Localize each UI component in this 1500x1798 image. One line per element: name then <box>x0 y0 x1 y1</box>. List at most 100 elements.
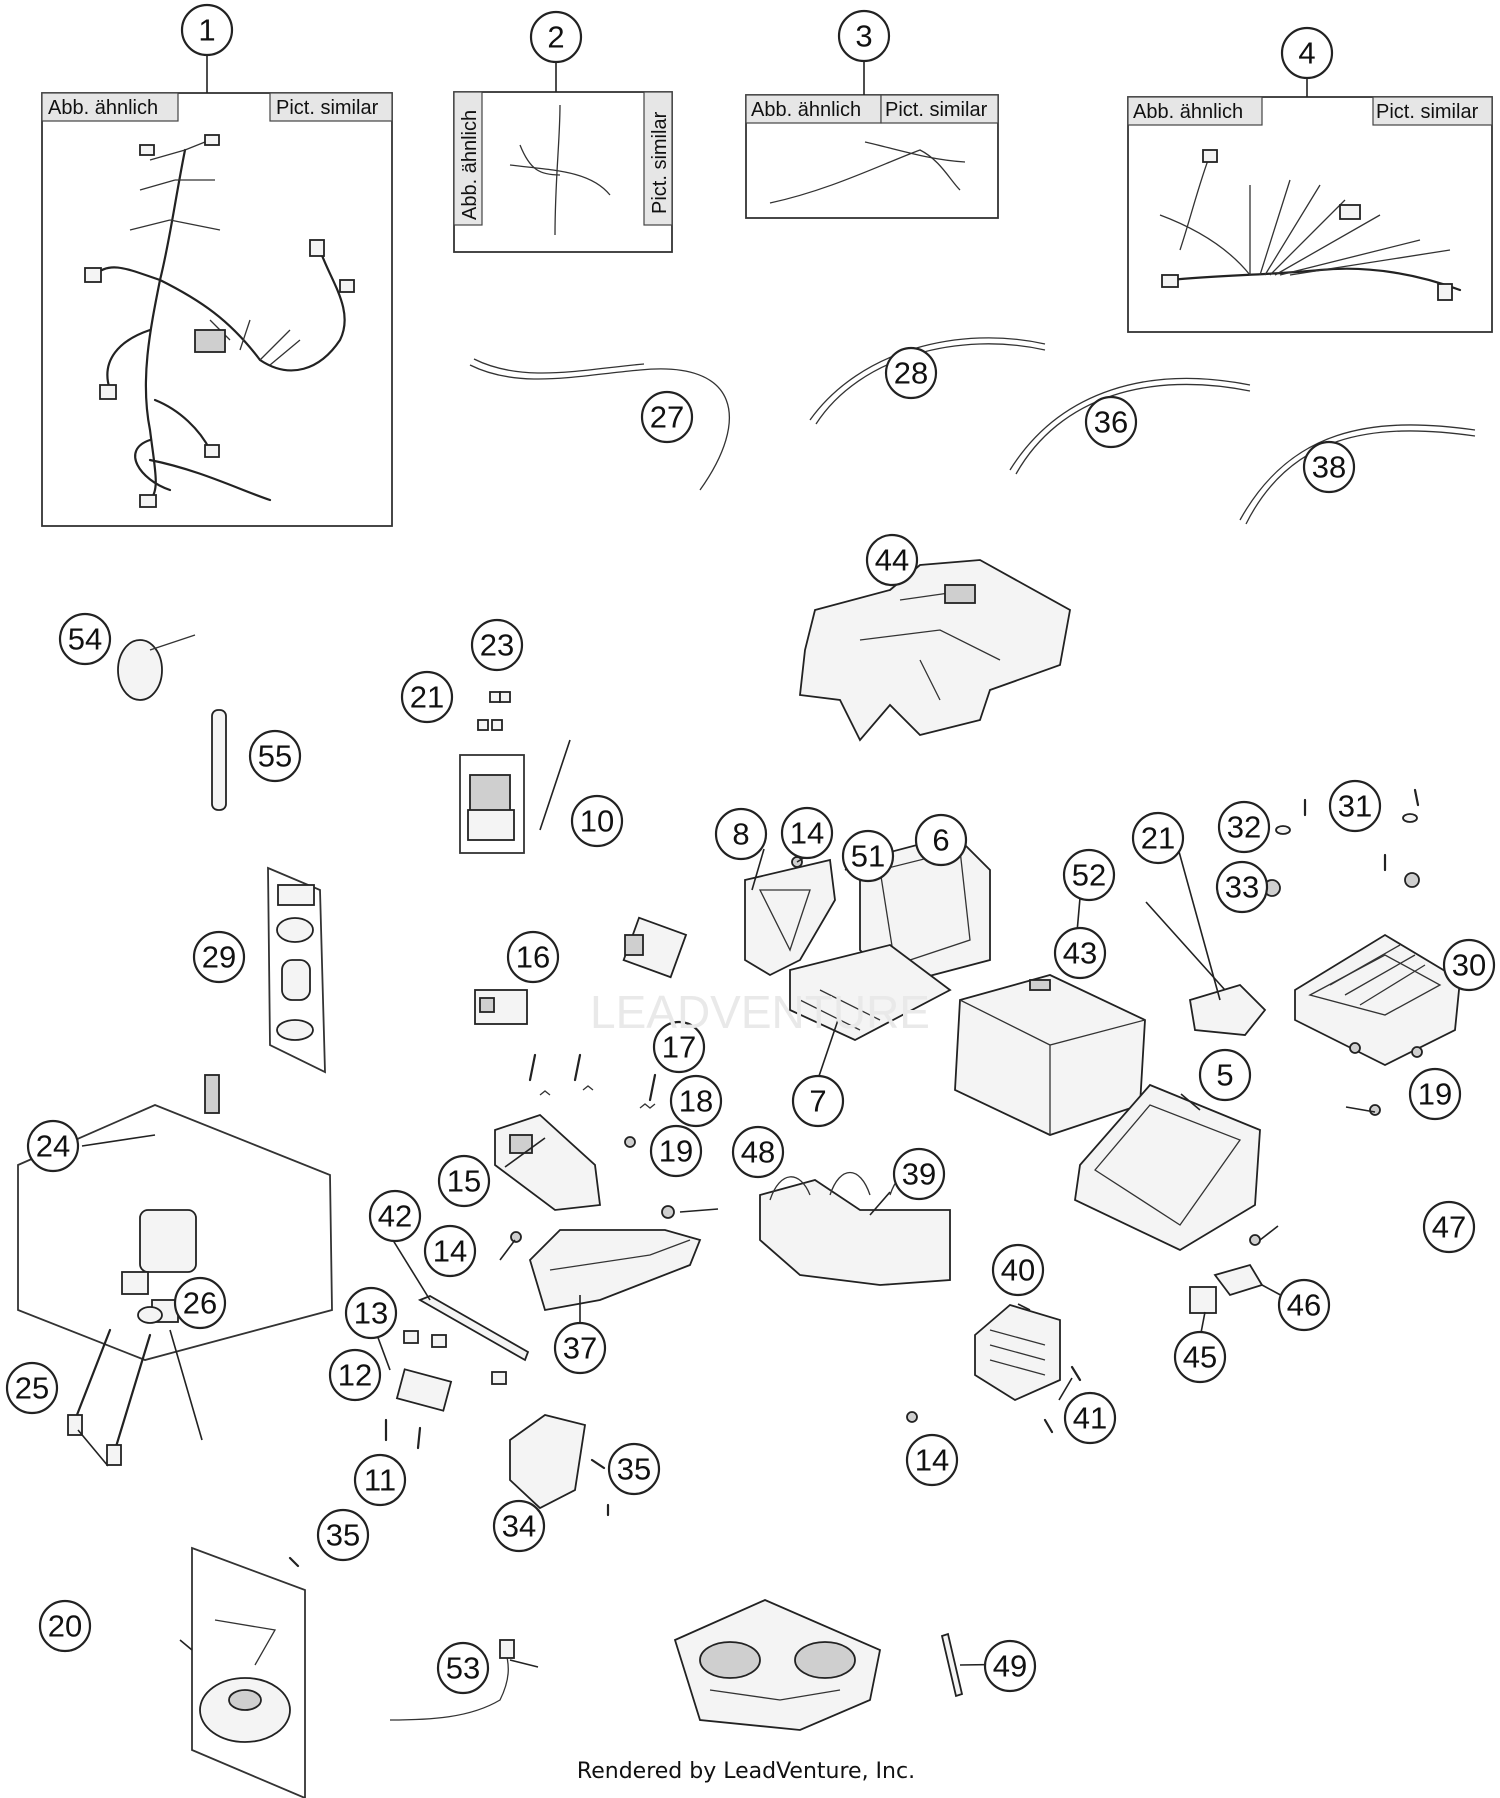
callout-35[interactable]: 35 <box>607 1442 661 1496</box>
callout-8[interactable]: 8 <box>714 807 768 861</box>
switch-12[interactable] <box>395 1368 453 1412</box>
callout-51[interactable]: 51 <box>841 829 895 883</box>
callout-25[interactable]: 25 <box>5 1361 59 1415</box>
callout-21[interactable]: 21 <box>1131 811 1185 865</box>
callout-44[interactable]: 44 <box>865 533 919 587</box>
sensor-cable-53[interactable] <box>389 1639 515 1721</box>
callout-5[interactable]: 5 <box>1198 1048 1252 1102</box>
wiring-harness-1-box[interactable]: Abb. ähnlich Pict. similar <box>41 92 393 527</box>
callout-53[interactable]: 53 <box>436 1641 490 1695</box>
callout-55[interactable]: 55 <box>248 729 302 783</box>
callout-26[interactable]: 26 <box>173 1276 227 1330</box>
starter-relay[interactable] <box>622 916 688 979</box>
fuse-21[interactable] <box>477 719 503 731</box>
cover-37[interactable] <box>528 1229 702 1312</box>
callout-21[interactable]: 21 <box>400 670 454 724</box>
callout-11[interactable]: 11 <box>353 1453 407 1507</box>
bolt-25[interactable] <box>67 1328 152 1466</box>
tray-44[interactable] <box>799 559 1072 742</box>
cable-36[interactable] <box>1009 377 1251 475</box>
ball-19[interactable] <box>624 1042 1423 1148</box>
control-unit-7[interactable] <box>789 944 952 1042</box>
clip-55[interactable] <box>211 709 227 811</box>
wiring-harness-3-box[interactable]: Abb. ähnlich Pict. similar <box>745 94 999 219</box>
callout-17[interactable]: 17 <box>652 1020 706 1074</box>
callout-40[interactable]: 40 <box>991 1243 1045 1297</box>
screw-41[interactable] <box>1043 1365 1082 1434</box>
callout-33[interactable]: 33 <box>1215 860 1269 914</box>
callout-47[interactable]: 47 <box>1422 1200 1476 1254</box>
callout-49[interactable]: 49 <box>983 1639 1037 1693</box>
bushing-26[interactable] <box>137 1306 163 1324</box>
callout-20[interactable]: 20 <box>38 1599 92 1653</box>
relay-45[interactable] <box>1189 1286 1217 1314</box>
callout-42[interactable]: 42 <box>368 1189 422 1243</box>
fuse-23[interactable] <box>489 691 511 703</box>
battery-pad-5[interactable] <box>1074 1083 1261 1252</box>
callout-27[interactable]: 27 <box>640 390 694 444</box>
callout-43[interactable]: 43 <box>1053 926 1107 980</box>
callout-48[interactable]: 48 <box>731 1125 785 1179</box>
cable-holder-39[interactable] <box>759 1171 951 1286</box>
cable-38[interactable] <box>1239 424 1476 525</box>
screw-11[interactable] <box>384 1418 422 1450</box>
throttle-body[interactable] <box>673 1599 882 1731</box>
ignition-lock-29[interactable] <box>267 866 326 1074</box>
nut-33[interactable] <box>1263 872 1420 897</box>
callout-2[interactable]: 2 <box>529 10 583 64</box>
callout-14[interactable]: 14 <box>780 806 834 860</box>
screw-17[interactable] <box>528 1053 657 1102</box>
callout-28[interactable]: 28 <box>884 346 938 400</box>
callout-1[interactable]: 1 <box>180 3 234 57</box>
screw-14[interactable] <box>510 856 918 1423</box>
callout-24[interactable]: 24 <box>26 1119 80 1173</box>
callout-23[interactable]: 23 <box>470 618 524 672</box>
callout-6[interactable]: 6 <box>914 813 968 867</box>
callout-36[interactable]: 36 <box>1084 395 1138 449</box>
battery-43[interactable] <box>954 974 1146 1136</box>
callout-13[interactable]: 13 <box>344 1286 398 1340</box>
bracket-8[interactable] <box>744 858 836 977</box>
regulator-40[interactable] <box>974 1303 1061 1402</box>
callout-37[interactable]: 37 <box>553 1321 607 1375</box>
sensor-34[interactable] <box>509 1414 587 1510</box>
callout-3[interactable]: 3 <box>837 9 891 63</box>
callout-41[interactable]: 41 <box>1063 1391 1117 1445</box>
callout-35[interactable]: 35 <box>316 1508 370 1562</box>
callout-31[interactable]: 31 <box>1328 779 1382 833</box>
callout-19[interactable]: 19 <box>649 1124 703 1178</box>
cable-tie-54[interactable] <box>117 634 196 701</box>
screw-48[interactable] <box>661 1205 675 1219</box>
relay-52[interactable] <box>1188 983 1267 1036</box>
ignition-switch-24[interactable] <box>17 1074 333 1361</box>
callout-10[interactable]: 10 <box>570 794 624 848</box>
callout-7[interactable]: 7 <box>791 1074 845 1128</box>
callout-29[interactable]: 29 <box>192 930 246 984</box>
rod-42[interactable] <box>417 1295 530 1362</box>
screw-31[interactable] <box>1303 788 1420 872</box>
callout-39[interactable]: 39 <box>892 1147 946 1201</box>
screw-35[interactable] <box>288 1458 610 1568</box>
bracket-46[interactable] <box>1213 1263 1264 1297</box>
callout-14[interactable]: 14 <box>905 1433 959 1487</box>
callout-19[interactable]: 19 <box>1408 1067 1462 1121</box>
callout-54[interactable]: 54 <box>58 612 112 666</box>
callout-12[interactable]: 12 <box>328 1348 382 1402</box>
washer-32[interactable] <box>1275 813 1418 835</box>
pin-49[interactable] <box>940 1632 964 1698</box>
callout-30[interactable]: 30 <box>1442 938 1496 992</box>
callout-4[interactable]: 4 <box>1280 26 1334 80</box>
callout-15[interactable]: 15 <box>437 1154 491 1208</box>
callout-34[interactable]: 34 <box>492 1499 546 1553</box>
callout-45[interactable]: 45 <box>1173 1330 1227 1384</box>
ecu-30[interactable] <box>1294 933 1461 1067</box>
wiring-harness-4-box[interactable]: Abb. ähnlich Pict. similar <box>1127 96 1493 333</box>
relay-holder-10[interactable] <box>459 754 525 854</box>
callout-18[interactable]: 18 <box>669 1074 723 1128</box>
callout-46[interactable]: 46 <box>1277 1278 1331 1332</box>
connector-16[interactable] <box>474 989 528 1025</box>
connector-13[interactable] <box>403 1330 507 1385</box>
callout-16[interactable]: 16 <box>506 930 560 984</box>
callout-14[interactable]: 14 <box>423 1224 477 1278</box>
callout-32[interactable]: 32 <box>1217 800 1271 854</box>
